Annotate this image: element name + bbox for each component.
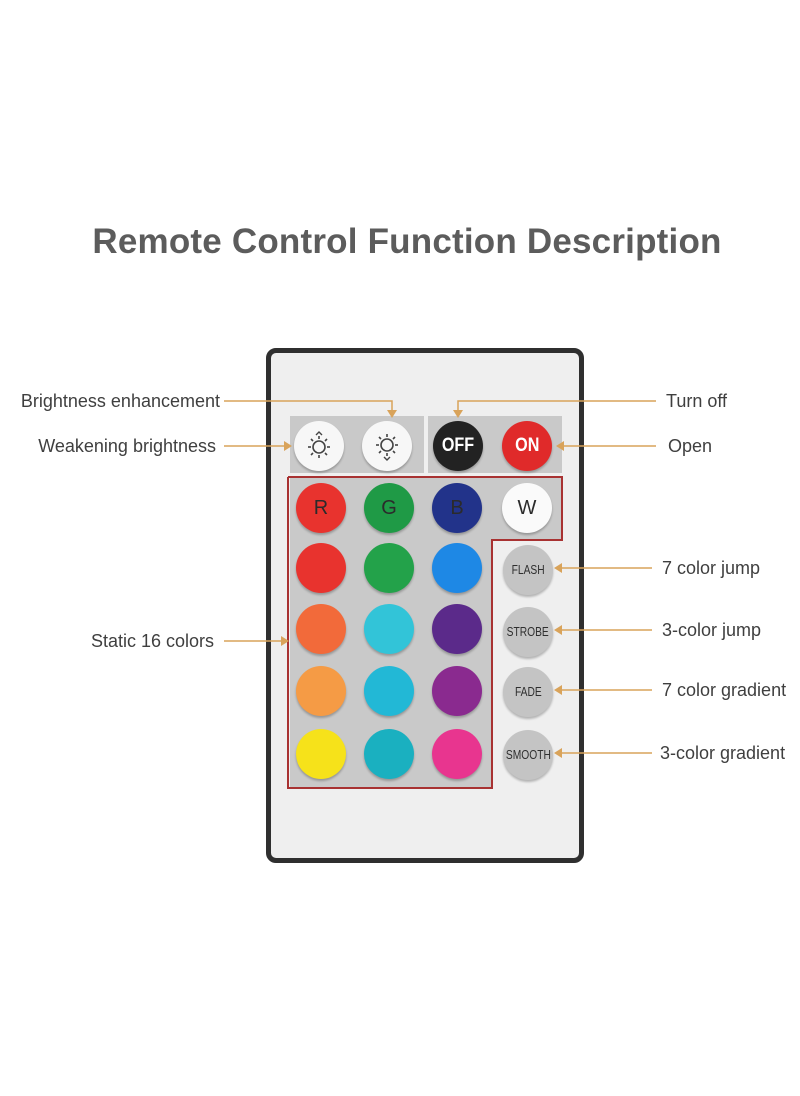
- flash-arrow-icon: [554, 563, 562, 573]
- green-label: G: [381, 496, 397, 519]
- smooth-arrow-icon: [554, 748, 562, 758]
- color-button-teal[interactable]: [364, 729, 414, 779]
- flash-label: FLASH: [511, 563, 545, 577]
- color-button-green[interactable]: [364, 543, 414, 593]
- label-strobe: 3-color jump: [662, 620, 762, 640]
- color-button-sky[interactable]: [364, 666, 414, 716]
- color-button-yellow[interactable]: [296, 729, 346, 779]
- white-label: W: [517, 496, 537, 519]
- blue-button[interactable]: B: [432, 483, 482, 533]
- label-open: Open: [668, 436, 713, 456]
- color-button-cyan[interactable]: [364, 604, 414, 654]
- fade-button[interactable]: FADE: [503, 667, 553, 717]
- off-label: OFF: [441, 435, 475, 456]
- label-smooth: 3-color gradient: [660, 743, 786, 763]
- brightness-up-arrow-icon: [387, 410, 397, 418]
- label-turn-off: Turn off: [666, 391, 728, 411]
- on-button[interactable]: ON: [502, 421, 552, 471]
- strobe-button[interactable]: STROBE: [503, 607, 553, 657]
- color-button-blue[interactable]: [432, 543, 482, 593]
- static-colors-arrow-icon: [281, 636, 289, 646]
- off-button[interactable]: OFF: [433, 421, 483, 471]
- color-button-violet[interactable]: [432, 666, 482, 716]
- brightness-up-button[interactable]: [294, 421, 344, 471]
- sun-down-icon: [376, 434, 398, 461]
- green-button[interactable]: G: [364, 483, 414, 533]
- sun-up-icon: [308, 431, 330, 458]
- open-arrow-icon: [556, 441, 564, 451]
- turn-off-arrow-icon: [453, 410, 463, 418]
- fade-arrow-icon: [554, 685, 562, 695]
- fade-label: FADE: [514, 685, 542, 699]
- color-button-pink[interactable]: [432, 729, 482, 779]
- label-flash: 7 color jump: [662, 558, 761, 578]
- blue-label: B: [450, 496, 464, 519]
- white-button[interactable]: W: [502, 483, 552, 533]
- turn-off-callout-line: [457, 400, 656, 412]
- smooth-label: SMOOTH: [505, 748, 551, 762]
- brightness-down-button[interactable]: [362, 421, 412, 471]
- strobe-label: STROBE: [506, 625, 550, 639]
- color-button-purple[interactable]: [432, 604, 482, 654]
- red-label: R: [313, 496, 329, 519]
- smooth-button[interactable]: SMOOTH: [503, 730, 553, 780]
- on-label: ON: [514, 435, 540, 456]
- red-button[interactable]: R: [296, 483, 346, 533]
- label-static-colors: Static 16 colors: [90, 631, 214, 651]
- strobe-arrow-icon: [554, 625, 562, 635]
- label-weakening-brightness: Weakening brightness: [38, 436, 216, 456]
- page-title: Remote Control Function Description: [92, 222, 722, 261]
- brightness-down-arrow-icon: [284, 441, 292, 451]
- color-button-red[interactable]: [296, 543, 346, 593]
- label-brightness-enhancement: Brightness enhancement: [20, 391, 220, 411]
- label-fade: 7 color gradient: [662, 680, 787, 700]
- color-button-orange-red[interactable]: [296, 604, 346, 654]
- color-button-orange[interactable]: [296, 666, 346, 716]
- brightness-up-callout-line: [224, 400, 393, 412]
- flash-button[interactable]: FLASH: [503, 545, 553, 595]
